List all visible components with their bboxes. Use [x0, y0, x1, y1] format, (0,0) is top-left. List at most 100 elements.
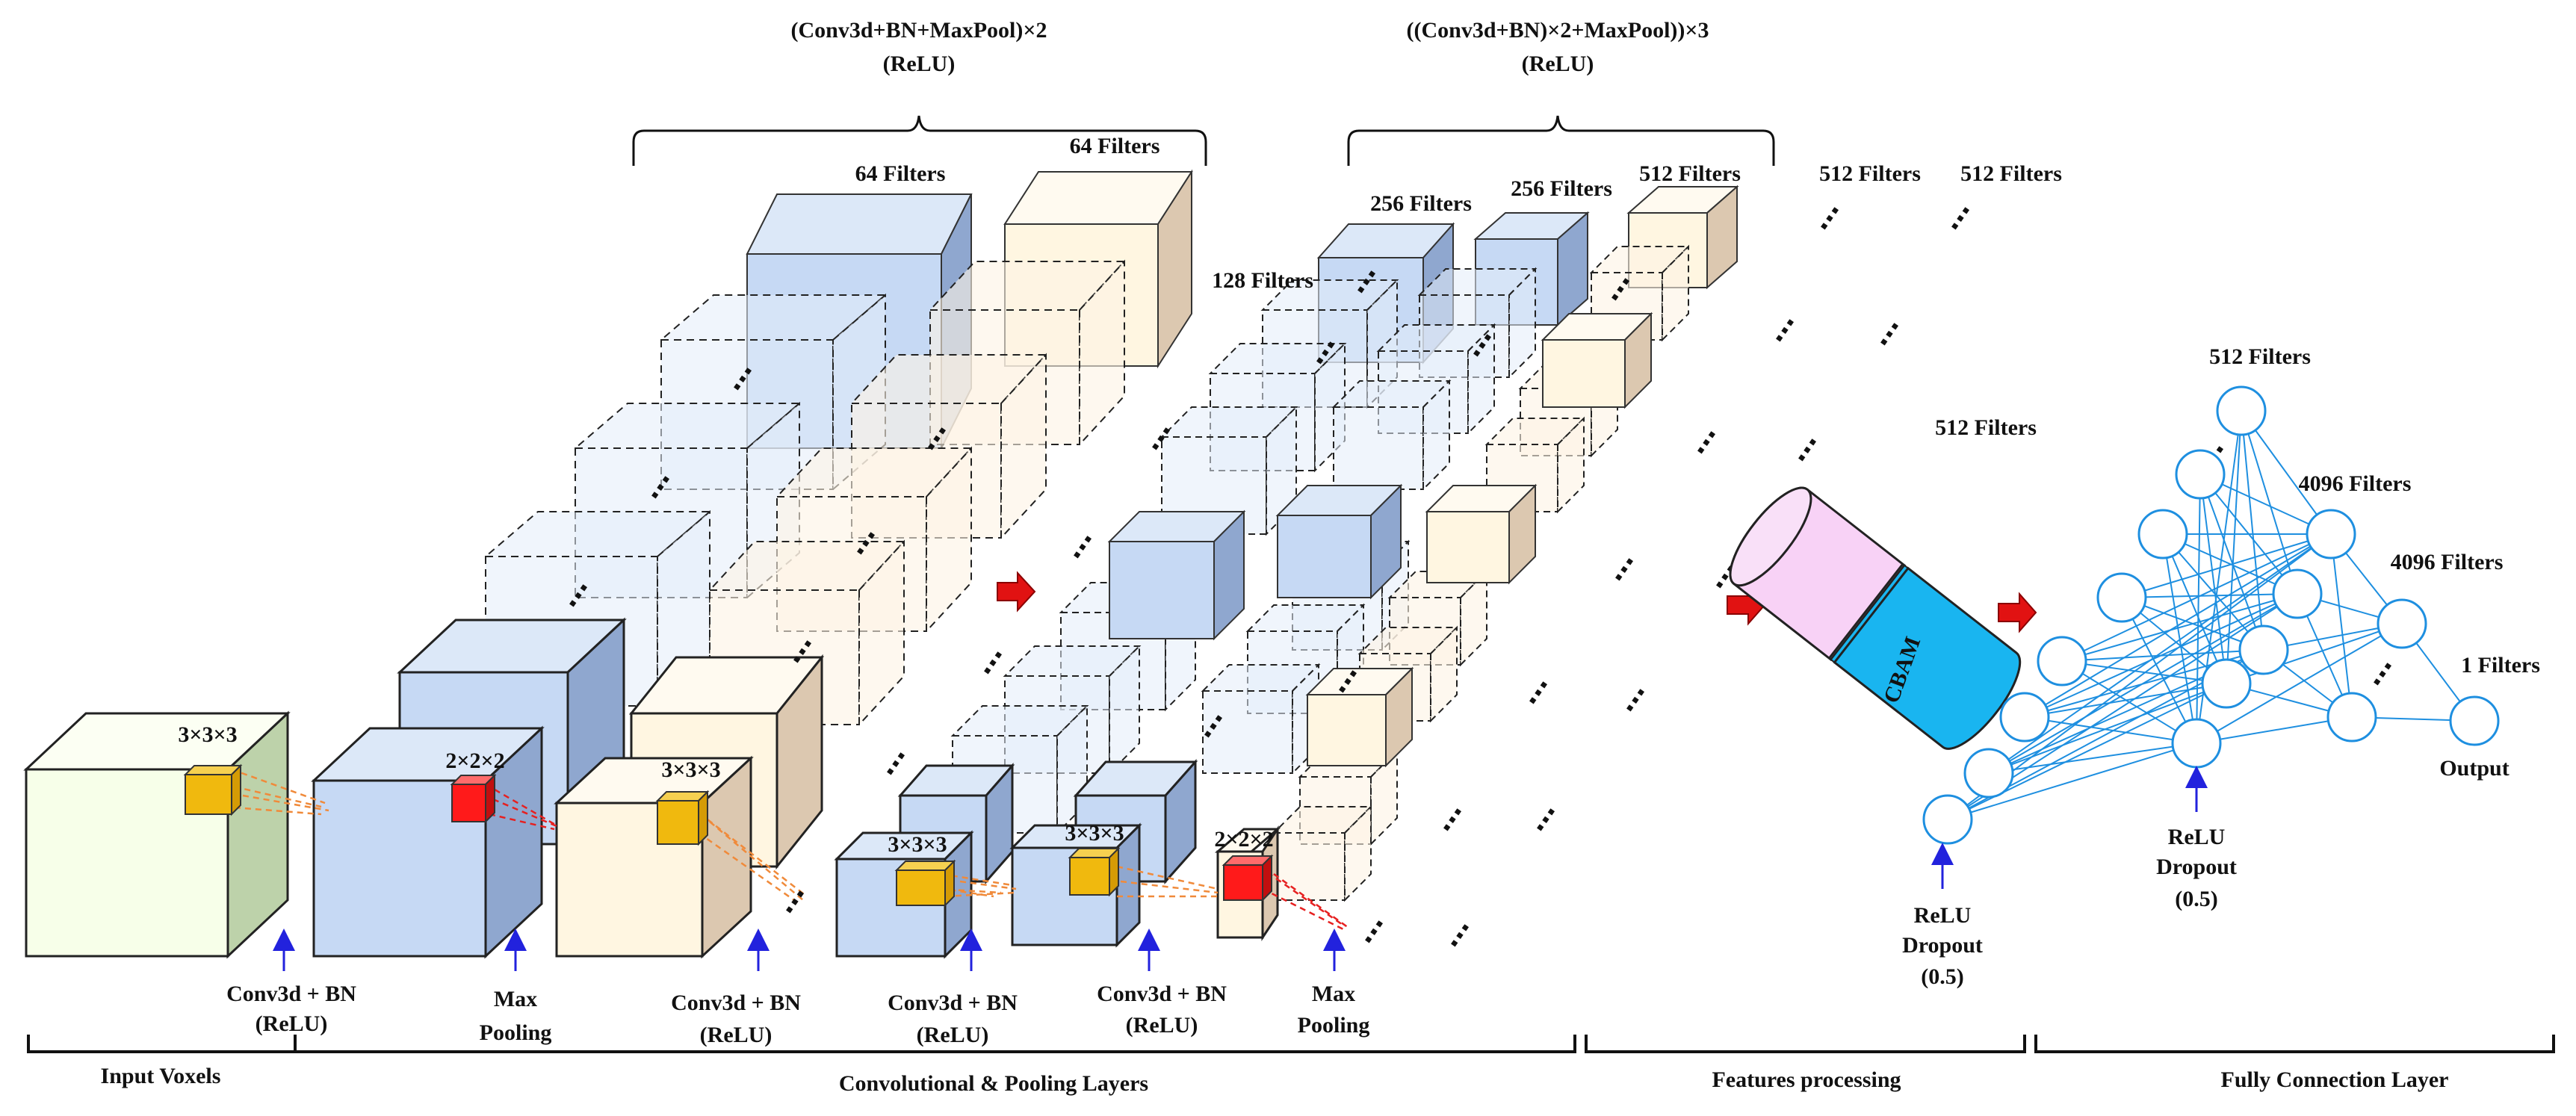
kernel-cube-1 [183, 763, 243, 816]
fc-node [2377, 598, 2427, 649]
fc-edge [1988, 533, 2332, 774]
section-features-processing: Features processing [1712, 1067, 1901, 1092]
cube-conv2-front [554, 755, 754, 959]
kernel-cube-6 [1222, 854, 1274, 902]
top-brace-right: ((Conv3d+BN)×2+MaxPool))×3 (ReLU) [1347, 18, 1775, 166]
op2-line1: Max [494, 987, 537, 1011]
kernel-cube-5 [1068, 846, 1121, 897]
fc-relu1-line1: ReLU [1914, 903, 1972, 928]
op4-line2: (ReLU) [917, 1023, 989, 1047]
fc-node [2306, 509, 2356, 559]
fc-edge [2061, 533, 2332, 662]
section-brackets [27, 1035, 2555, 1053]
fc-edge [2199, 474, 2227, 684]
cbam-cylinder [1729, 486, 2022, 750]
svg-text:...: ... [1050, 518, 1099, 564]
svg-text:...: ... [1775, 421, 1824, 467]
brace-left-title: (Conv3d+BN+MaxPool)×2 [791, 18, 1047, 43]
section-fully-connection: Fully Connection Layer [2221, 1067, 2449, 1092]
fc-edge [2024, 533, 2332, 718]
fc-relu2-line3: (0.5) [2175, 887, 2217, 911]
brace-right-sub: (ReLU) [1522, 52, 1594, 76]
fc-edge [2162, 533, 2227, 684]
filter-label-fc4096a: 4096 Filters [2299, 471, 2412, 496]
cube-512-b [1541, 311, 1653, 409]
fc-edge [2024, 683, 2227, 718]
section-input-voxels: Input Voxels [101, 1064, 221, 1088]
op6-line1: Max [1312, 982, 1355, 1006]
fc-edge [2196, 474, 2201, 744]
svg-text:...: ... [763, 873, 811, 919]
kernel-label-3: 3×3×3 [661, 757, 720, 782]
svg-text:...: ... [1514, 791, 1562, 837]
filter-label-fc512: 512 Filters [2209, 344, 2311, 369]
section-conv-pooling: Convolutional & Pooling Layers [839, 1071, 1148, 1096]
op5-line2: (ReLU) [1126, 1013, 1198, 1038]
filter-label-256b: 256 Filters [1511, 176, 1612, 201]
fc-node [2216, 385, 2267, 436]
svg-text:...: ... [1674, 414, 1723, 459]
filter-label-128: 128 Filters [1212, 268, 1313, 293]
svg-text:...: ... [1420, 791, 1469, 837]
fc-edge [2061, 593, 2298, 662]
cube-conv4-front [1009, 822, 1142, 948]
op6-line2: Pooling [1298, 1013, 1370, 1038]
fc-relu1-line2: Dropout [1902, 933, 1983, 958]
fc-edge [2162, 533, 2197, 744]
svg-text:...: ... [1857, 306, 1906, 351]
svg-text:...: ... [1506, 664, 1555, 710]
fc-output-label: Output [2439, 756, 2509, 781]
kernel-cube-2 [450, 773, 497, 824]
brace-right-title: ((Conv3d+BN)×2+MaxPool))×3 [1406, 18, 1709, 43]
svg-text:...: ... [1592, 541, 1641, 586]
fc-edge [1988, 743, 2197, 774]
fc-node [2449, 695, 2500, 746]
svg-text:...: ... [864, 735, 912, 781]
filter-label-512a: 512 Filters [1639, 161, 1741, 186]
svg-text:...: ... [1603, 672, 1652, 717]
fc-node [2175, 449, 2226, 500]
fc-edge [2196, 623, 2403, 744]
fc-node [1922, 794, 1973, 845]
kernel-cube-3 [655, 790, 710, 846]
filter-label-fc4096b: 4096 Filters [2391, 550, 2504, 574]
fc-edge [2330, 533, 2353, 718]
svg-text:...: ... [1753, 302, 1801, 347]
fc-node [2326, 692, 2377, 743]
filter-label-256a: 256 Filters [1370, 191, 1472, 216]
cube-128-a [1107, 509, 1246, 641]
fc-edge [2121, 593, 2298, 598]
svg-text:...: ... [961, 634, 1009, 680]
fc-node [2238, 624, 2289, 675]
filter-label-64a: 64 Filters [855, 161, 946, 186]
cube-256-c [1275, 483, 1403, 600]
op-arrows [273, 929, 1346, 971]
flow-arrow-3 [1998, 592, 2037, 633]
kernel-cube-4 [894, 859, 956, 908]
fc-edge [2121, 533, 2332, 598]
top-brace-left: (Conv3d+BN+MaxPool)×2 (ReLU) [632, 18, 1207, 166]
fc-node [2272, 568, 2323, 619]
filter-label-512b: 512 Filters [1819, 161, 1921, 186]
filter-label-512c: 512 Filters [1960, 161, 2062, 186]
svg-text:...: ... [1428, 907, 1476, 952]
svg-text:...: ... [1342, 903, 1390, 949]
feature-cube-stack-back [483, 169, 1739, 902]
kernel-label-5: 3×3×3 [1065, 821, 1124, 846]
op3-line2: (ReLU) [700, 1023, 773, 1047]
fc-edge [2196, 716, 2353, 744]
fc-node [2201, 658, 2252, 709]
fc-edge [1988, 683, 2227, 774]
op5-line1: Conv3d + BN [1097, 982, 1227, 1006]
svg-text:...: ... [1928, 190, 1977, 235]
brace-left-sub: (ReLU) [883, 52, 956, 76]
fc-relu1-line3: (0.5) [1921, 964, 1963, 989]
filter-label-cbam: 512 Filters [1935, 415, 2037, 440]
kernel-label-1: 3×3×3 [178, 722, 237, 747]
fc-edge [2061, 649, 2264, 662]
fc-edge [2199, 474, 2264, 651]
op2-line2: Pooling [480, 1020, 552, 1045]
fc-edge [1988, 593, 2298, 774]
op1-line2: (ReLU) [256, 1011, 328, 1036]
